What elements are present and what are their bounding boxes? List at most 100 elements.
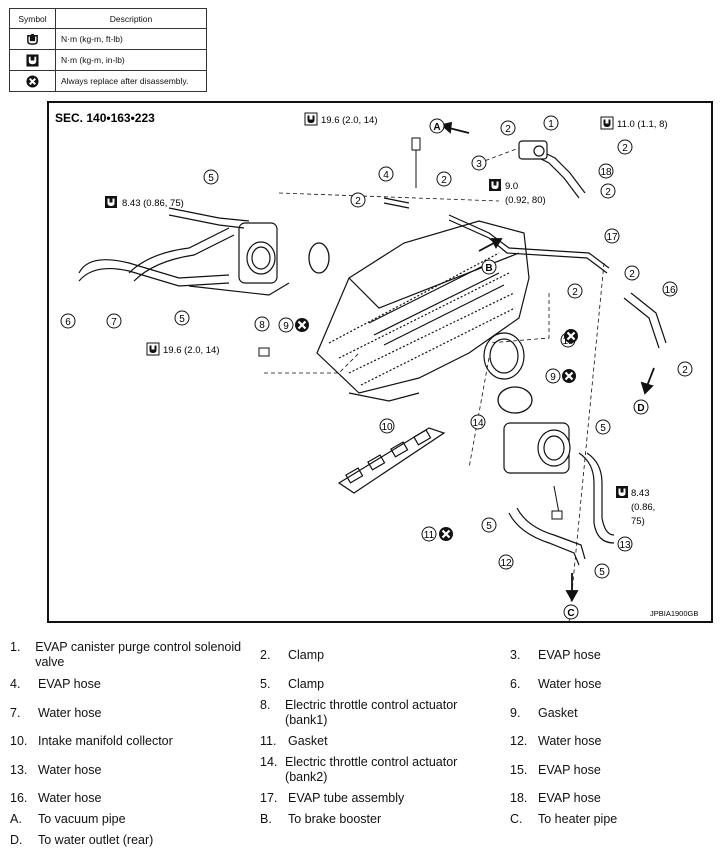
callout-5d: 5 (481, 517, 497, 533)
svg-text:2: 2 (629, 269, 635, 280)
torque-label-4: 8.43 (0.86, 75) (122, 198, 184, 209)
callout-12: 12 (498, 554, 514, 570)
part-item: 7. Water hose (10, 706, 102, 720)
symbol-row: Always replace after disassembly. (9, 70, 207, 92)
svg-text:5: 5 (486, 521, 492, 532)
part-item: 4. EVAP hose (10, 677, 101, 691)
intake-manifold-collector (316, 220, 530, 402)
part-item: 17. EVAP tube assembly (260, 791, 405, 805)
callout-13: 13 (617, 536, 633, 552)
svg-text:9: 9 (550, 372, 556, 383)
torque-label-1: 19.6 (2.0, 14) (321, 115, 378, 126)
torque-icon-2 (600, 116, 614, 130)
gasket-11 (337, 427, 446, 494)
svg-text:B: B (485, 263, 492, 274)
svg-text:C: C (567, 608, 574, 619)
svg-text:9: 9 (283, 321, 289, 332)
callout-7: 7 (106, 313, 122, 329)
callout-14: 14 (470, 414, 486, 430)
callout-5e: 5 (594, 563, 610, 579)
svg-text:16: 16 (664, 285, 676, 296)
part-item: A. To vacuum pipe (10, 812, 126, 826)
svg-text:1: 1 (548, 119, 554, 130)
callout-8: 8 (254, 316, 270, 332)
svg-text:11: 11 (424, 530, 435, 541)
image-code: JPBIA1900GB (650, 609, 698, 618)
torque-label-6c: 75) (631, 516, 645, 527)
part-item: 1. EVAP canister purge control solenoid … (10, 640, 242, 669)
always-replace-icon (293, 316, 311, 334)
callout-2e: 2 (350, 192, 366, 208)
callout-3: 3 (471, 155, 487, 171)
torque-icon-6 (616, 486, 628, 498)
symbol-table-header: Symbol Description (9, 8, 207, 29)
callout-2d: 2 (436, 171, 452, 187)
symbol-column-header: Symbol (9, 8, 56, 29)
part-item: 2. Clamp (260, 648, 325, 662)
part-item: B. To brake booster (260, 812, 382, 826)
callout-1: 1 (543, 115, 559, 131)
always-replace-icon (560, 367, 578, 385)
torque-icon-1 (304, 112, 318, 126)
svg-text:4: 4 (383, 170, 389, 181)
gasket-9-left (308, 242, 330, 274)
svg-text:2: 2 (622, 143, 628, 154)
part-item: 5. Clamp (260, 677, 325, 691)
water-hoses-right (508, 292, 667, 566)
svg-text:17: 17 (606, 232, 618, 243)
svg-text:5: 5 (600, 423, 606, 434)
torque-icon-4 (105, 196, 117, 208)
section-label: SEC. 140•163•223 (55, 111, 155, 125)
svg-text:5: 5 (208, 173, 214, 184)
callout-2b: 2 (617, 139, 633, 155)
symbol-legend-table: Symbol Description N·m (kg-m, ft-lb) N·m… (9, 8, 207, 92)
torque-wrench-dark-icon (26, 53, 39, 67)
part-item: 3. EVAP hose (510, 648, 601, 662)
callout-6: 6 (60, 313, 76, 329)
callout-18: 18 (598, 163, 614, 179)
letter-c: C (563, 604, 579, 620)
symbol-description: N·m (kg-m, ft-lb) (55, 28, 207, 50)
gasket-9-right (497, 386, 533, 414)
evap-purge-valve (518, 140, 548, 160)
callout-10: 10 (379, 418, 395, 434)
always-replace-icon (437, 525, 455, 543)
svg-text:7: 7 (111, 317, 117, 328)
letter-b: B (481, 259, 497, 275)
svg-text:8: 8 (259, 320, 265, 331)
part-item: 6. Water hose (510, 677, 602, 691)
part-item: 16. Water hose (10, 791, 102, 805)
svg-text:2: 2 (355, 196, 361, 207)
callout-9b: 9 (545, 368, 561, 384)
svg-text:10: 10 (381, 422, 393, 433)
part-item: 14. Electric throttle control actuator (… (260, 755, 458, 784)
torque-wrench-icon (27, 33, 38, 45)
svg-text:5: 5 (179, 314, 185, 325)
direction-arrows (440, 121, 655, 602)
svg-text:5: 5 (599, 567, 605, 578)
torque-label-6a: 8.43 (631, 488, 650, 499)
bolts (258, 137, 563, 520)
svg-text:A: A (433, 122, 440, 133)
torque-label-6b: (0.86, (631, 502, 655, 513)
svg-text:2: 2 (605, 187, 611, 198)
svg-text:14: 14 (472, 418, 484, 429)
diagram-canvas: SEC. 140•163•223 JPBIA1900GB (55, 111, 698, 621)
svg-text:2: 2 (505, 124, 511, 135)
callout-11: 11 (421, 526, 437, 542)
symbol-row: N·m (kg-m, ft-lb) (9, 28, 207, 50)
part-item: 10. Intake manifold collector (10, 734, 173, 748)
svg-text:2: 2 (441, 175, 447, 186)
symbol-row: N·m (kg-m, in-lb) (9, 49, 207, 71)
description-column-header: Description (55, 8, 207, 29)
callout-4: 4 (378, 166, 394, 182)
throttle-actuator-bank2 (503, 422, 571, 474)
svg-text:6: 6 (65, 317, 71, 328)
svg-text:3: 3 (476, 159, 482, 170)
water-hoses-left (78, 207, 290, 296)
letter-d: D (633, 399, 649, 415)
part-item: 13. Water hose (10, 763, 102, 777)
always-replace-icon (26, 74, 39, 88)
torque-label-3b: (0.92, 80) (505, 195, 546, 206)
symbol-description: Always replace after disassembly. (55, 70, 207, 92)
